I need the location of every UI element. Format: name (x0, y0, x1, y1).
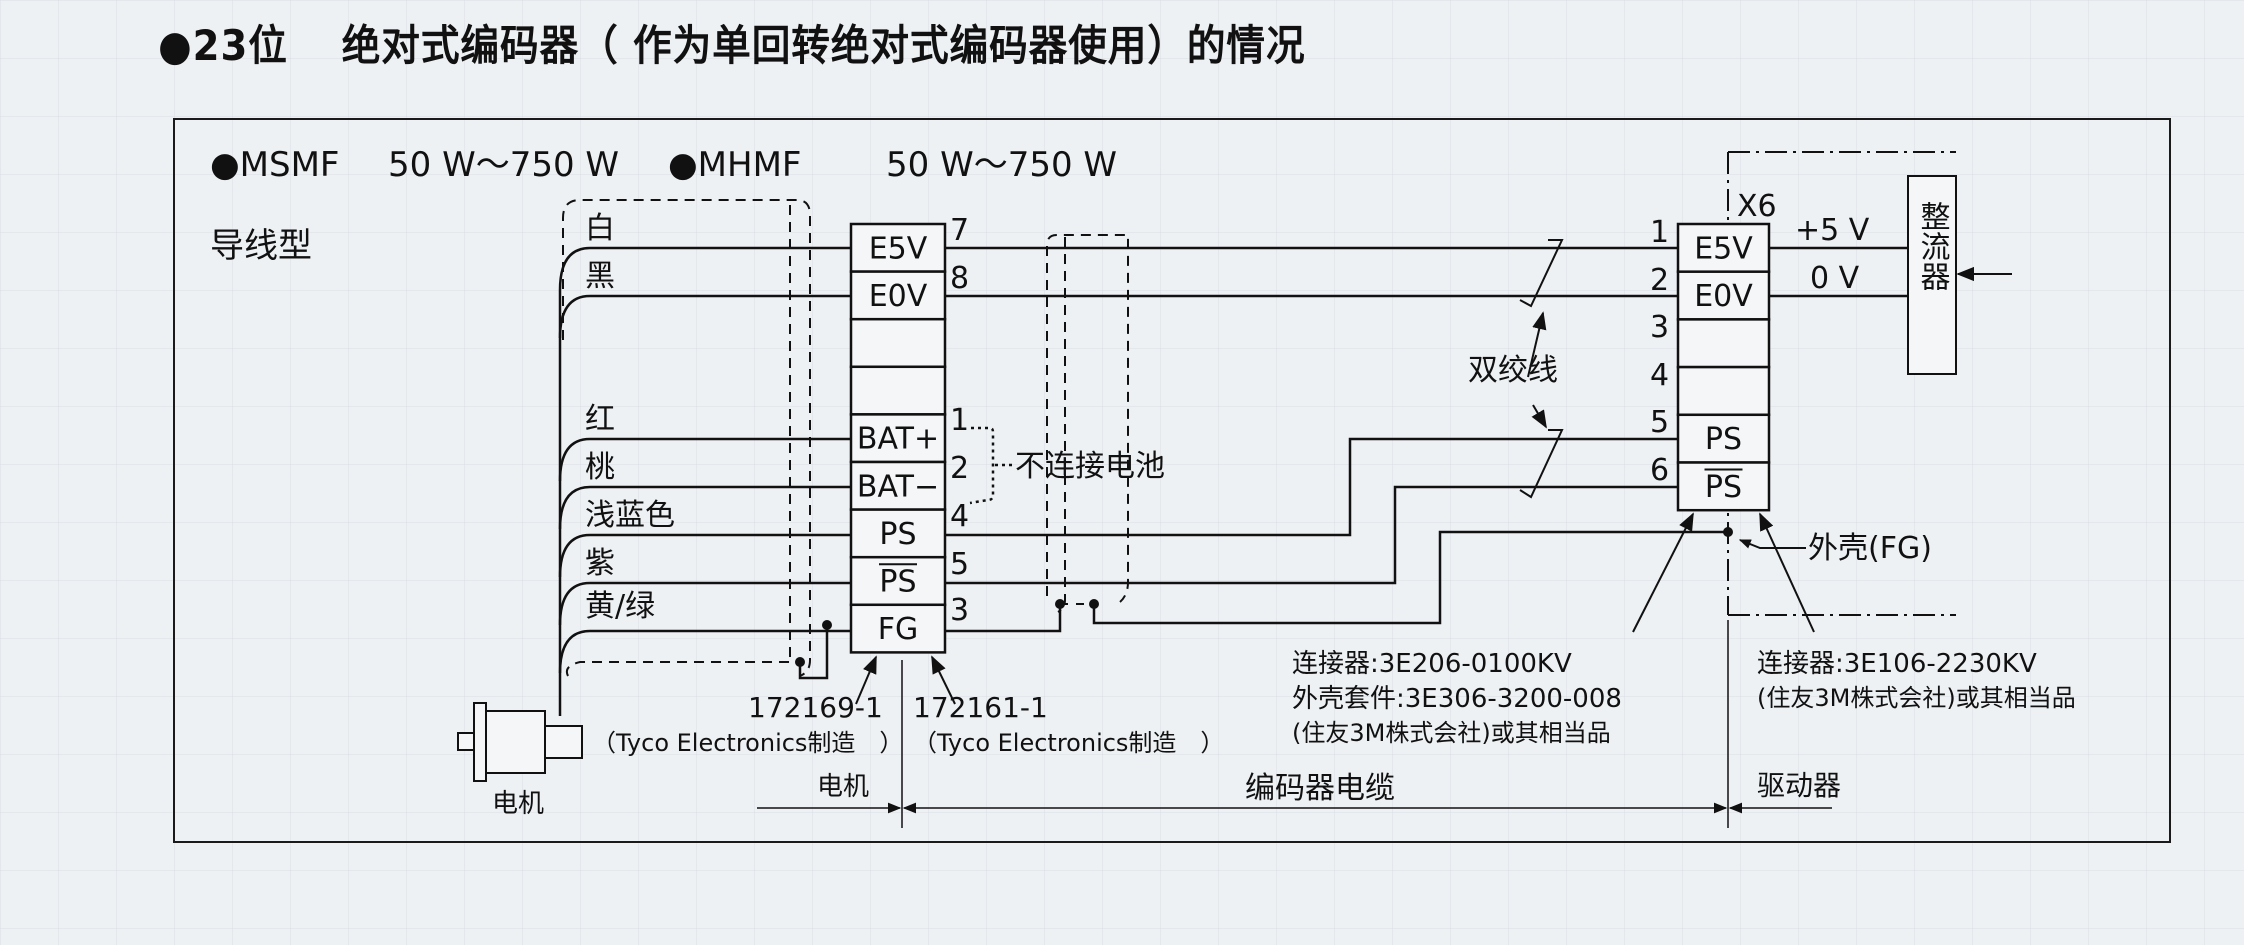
motor-connector-cell (849, 603, 947, 654)
wire-label-pink: 桃 (585, 450, 615, 485)
encoder-cable-shield (1046, 234, 1129, 603)
twisted-pair-arrow-down (1531, 404, 1547, 429)
driver-pin-5: 5 (1650, 405, 1669, 440)
wire-label-lightblue: 浅蓝色 (585, 498, 675, 533)
model1-name: ●MSMF (210, 145, 339, 185)
motor-pin-1: 1 (950, 403, 969, 438)
twisted-pair-marks (1519, 239, 1564, 499)
wire-type-label: 导线型 (210, 226, 312, 266)
section-label-cable: 编码器电缆 (1245, 771, 1395, 806)
driver-connector-arrow (1759, 512, 1815, 633)
wire-label-purple: 紫 (585, 546, 615, 581)
motor-pin-5: 5 (950, 547, 969, 582)
driver-connector-cell-label: E0V (1694, 279, 1753, 314)
rectifier-label: 整流器 (1915, 201, 1951, 291)
motor-label: 电机 (492, 789, 544, 819)
shell-fg-dot (1723, 527, 1733, 537)
battery-note: 不连接电池 (1015, 449, 1165, 484)
driver-connector-part: 连接器:3E106-2230KV (1757, 649, 2037, 679)
zero-v-label: 0 V (1810, 261, 1860, 296)
model2-range: 50 W～750 W (886, 145, 1117, 185)
motor-pin-4: 4 (950, 499, 969, 534)
plug-maker: （Tyco Electronics制造 ） (592, 729, 903, 757)
encoder-cable-wires (945, 246, 1728, 633)
plug-part: 172169-1 (748, 691, 883, 724)
motor-connector-cell-label: FG (878, 612, 919, 647)
driver-connector-cell-label: E5V (1694, 231, 1753, 266)
motor-connector-cell (849, 270, 947, 321)
motor-cable-shield (562, 199, 811, 677)
twisted-pair-arrow-up (1527, 311, 1547, 378)
cable-connector-arrow (1632, 512, 1694, 633)
motor-connector-cell-label: E0V (869, 279, 928, 314)
motor-connector-cell (849, 317, 947, 369)
socket-maker: （Tyco Electronics制造 ） (913, 729, 1224, 757)
driver-connector-cell (1676, 365, 1771, 417)
wire-label-red: 红 (585, 402, 615, 437)
driver-pin-6: 6 (1650, 453, 1669, 488)
driver-pin-4: 4 (1650, 358, 1669, 393)
driver-maker-note: (住友3M株式会社)或其相当品 (1757, 684, 2076, 712)
motor-connector-cell (849, 508, 947, 559)
driver-pin-3: 3 (1650, 310, 1669, 345)
motor-connector-cell-label: E5V (869, 231, 928, 266)
motor-pin-3: 3 (950, 593, 969, 628)
shield-drain-dashed (565, 661, 800, 677)
wire-label-white: 白 (585, 211, 615, 246)
motor-connector-cell-label: PS (879, 564, 916, 599)
motor-pin-8: 8 (950, 261, 969, 296)
socket-part: 172161-1 (913, 691, 1048, 724)
motor-pin-7: 7 (950, 213, 969, 248)
motor-connector-cell (849, 365, 947, 416)
motor-connector-cell-label: PS (879, 517, 916, 552)
driver-pin-2: 2 (1650, 263, 1669, 298)
fg-jumper (798, 625, 829, 680)
section-label-motor: 电机 (817, 772, 869, 802)
plus5v-label: +5 V (1795, 213, 1870, 248)
motor-connector-cell (849, 460, 947, 511)
driver-connector-cell (1676, 270, 1771, 321)
motor-wires (558, 246, 851, 716)
model2-name: ●MHMF (668, 145, 801, 185)
cable-maker-note: (住友3M株式会社)或其相当品 (1292, 719, 1611, 747)
rectifier-box (1907, 175, 1957, 375)
shell-fg-label: 外壳(FG) (1808, 531, 1932, 566)
diagram-frame (173, 118, 2171, 843)
model1-range: 50 W～750 W (388, 145, 619, 185)
motor-connector-cell-label: BAT+ (857, 422, 939, 457)
wire-label-yellow-green: 黄/绿 (585, 589, 655, 624)
page-title: ●23位 绝对式编码器（ 作为单回转绝对式编码器使用）的情况 (158, 21, 1306, 70)
driver-connector-cell (1676, 318, 1771, 369)
motor-socket-arrow (931, 655, 956, 705)
driver-connector-cell-label: PS (1705, 470, 1742, 505)
encoder-shield-inner (1057, 237, 1066, 613)
twisted-pair-label: 双绞线 (1468, 353, 1558, 388)
section-label-driver: 驱动器 (1757, 769, 1841, 802)
motor-connector-cell-label: BAT− (857, 469, 939, 504)
x6-label: X6 (1737, 189, 1777, 224)
cable-shell-kit: 外壳套件:3E306-3200-008 (1292, 684, 1622, 714)
shell-fg-leader (1738, 539, 1806, 549)
battery-bracket (969, 426, 995, 505)
wire-label-black: 黑 (585, 259, 615, 294)
driver-pin-1: 1 (1650, 215, 1669, 250)
motor-connector: E5V E0V BAT+ BAT− PS PS FG (849, 222, 947, 654)
motor-plug-arrow (855, 655, 877, 705)
cable-connector-part: 连接器:3E206-0100KV (1292, 649, 1572, 679)
motor-pin-2: 2 (950, 451, 969, 486)
driver-connector-cell-label: PS (1705, 422, 1742, 457)
driver-connector-x6: E5V E0V PS PS (1676, 222, 1771, 512)
motor-icon (457, 702, 583, 782)
